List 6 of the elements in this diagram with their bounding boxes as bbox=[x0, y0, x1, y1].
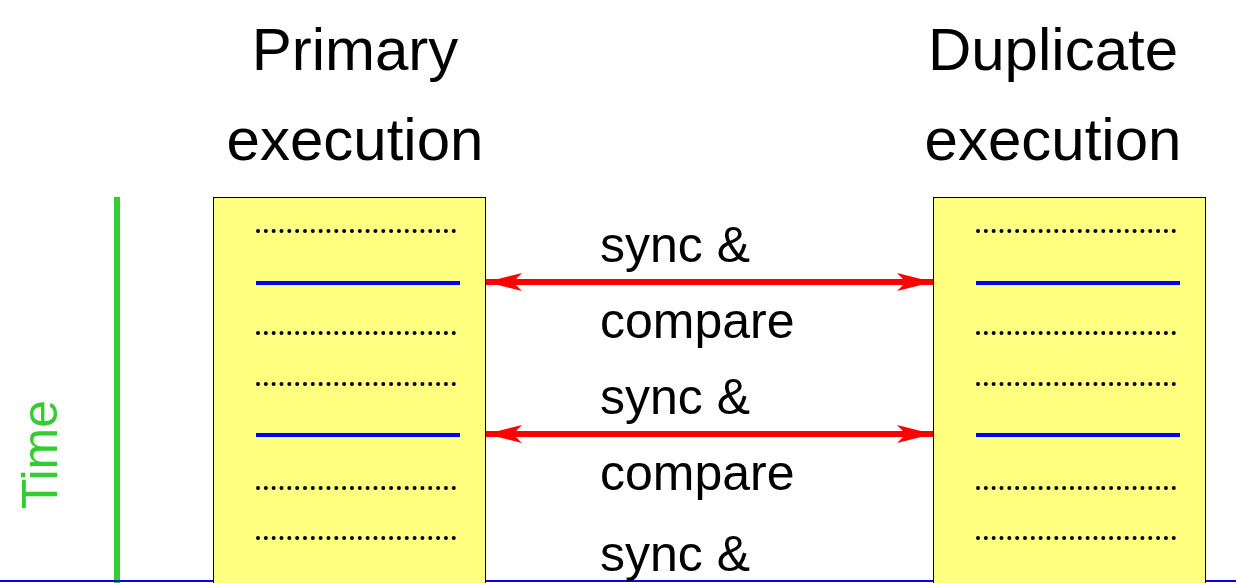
double-arrow bbox=[486, 273, 933, 291]
column-heading: Duplicate execution bbox=[923, 15, 1183, 175]
text-label: sync & bbox=[600, 525, 751, 583]
column-heading: Primary execution bbox=[225, 15, 485, 175]
axis-label: Time bbox=[11, 400, 69, 510]
double-arrow bbox=[486, 425, 933, 443]
